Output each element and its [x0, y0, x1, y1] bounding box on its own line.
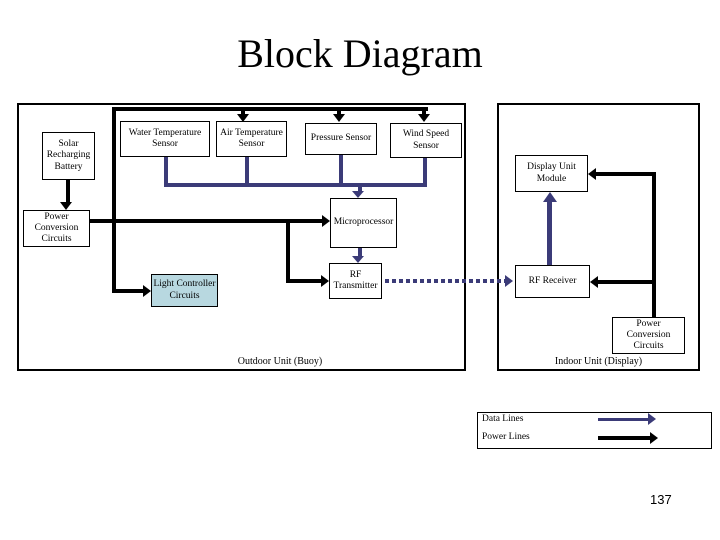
power-line-to-rf-transmitter	[286, 279, 321, 283]
data-line-receiver-to-display	[547, 202, 552, 265]
legend-power-line-sample	[598, 436, 650, 440]
arrow-down-wind-speed-icon	[418, 114, 430, 122]
arrow-right-rf-receiver-data-icon	[505, 275, 513, 287]
wind-speed-sensor-node: Wind Speed Sensor	[390, 123, 462, 158]
arrow-down-data-microprocessor-icon	[352, 191, 364, 198]
outdoor-unit-label: Outdoor Unit (Buoy)	[237, 356, 323, 367]
power-line-to-rf-receiver	[598, 280, 656, 284]
power-line-indoor-vertical	[652, 172, 656, 317]
power-stub-pressure	[337, 111, 341, 115]
indoor-unit-label: Indoor Unit (Display)	[554, 356, 643, 367]
air-temperature-sensor-node: Air Temperature Sensor	[216, 121, 287, 157]
pressure-sensor-node: Pressure Sensor	[305, 123, 377, 155]
legend-data-line-sample	[598, 418, 648, 421]
power-line-to-light-controller	[112, 289, 143, 293]
power-line-to-display-unit	[596, 172, 656, 176]
power-line-sensor-bus	[112, 107, 428, 111]
arrow-left-display-unit-icon	[588, 168, 596, 180]
legend-power-arrow-icon	[650, 432, 658, 444]
power-conversion-indoor-node: Power Conversion Circuits	[612, 317, 685, 354]
page-number: 137	[650, 492, 672, 507]
data-line-water-temp	[164, 157, 168, 185]
power-line-main-vertical	[112, 107, 116, 293]
power-branch-vertical	[286, 219, 290, 283]
arrow-up-display-unit-icon	[543, 192, 557, 202]
data-line-to-microprocessor	[358, 187, 362, 192]
arrow-down-air-temp-icon	[237, 114, 249, 122]
water-temperature-sensor-node: Water Temperature Sensor	[120, 121, 210, 157]
legend-box	[477, 412, 712, 449]
data-line-rf-wireless-dotted	[385, 279, 505, 283]
data-line-pressure	[339, 155, 343, 185]
data-line-micro-to-rf	[358, 248, 362, 256]
solar-recharging-battery-node: Solar Recharging Battery	[42, 132, 95, 180]
power-stub-wind-speed	[422, 111, 426, 115]
arrow-down-power-conversion-icon	[60, 202, 72, 210]
display-unit-module-node: Display Unit Module	[515, 155, 588, 192]
arrow-left-rf-receiver-icon	[590, 276, 598, 288]
power-line-solar-to-conversion	[66, 180, 70, 202]
power-conversion-outdoor-node: Power Conversion Circuits	[23, 210, 90, 247]
data-line-air-temp	[245, 157, 249, 185]
power-line-to-microprocessor	[88, 219, 322, 223]
legend-data-arrow-icon	[648, 413, 656, 425]
arrow-right-rf-transmitter-icon	[321, 275, 329, 287]
arrow-right-light-controller-icon	[143, 285, 151, 297]
rf-receiver-node: RF Receiver	[515, 265, 590, 298]
slide-title: Block Diagram	[237, 31, 483, 76]
legend-data-lines-label: Data Lines	[482, 414, 524, 424]
data-line-sensor-bus	[164, 183, 427, 187]
arrow-down-pressure-icon	[333, 114, 345, 122]
arrow-right-microprocessor-icon	[322, 215, 330, 227]
power-stub-air-temp	[241, 111, 245, 115]
data-line-wind-speed	[423, 158, 427, 185]
rf-transmitter-node: RF Transmitter	[329, 263, 382, 299]
arrow-down-data-rf-transmitter-icon	[352, 256, 364, 263]
microprocessor-node: Microprocessor	[330, 198, 397, 248]
legend-power-lines-label: Power Lines	[482, 432, 530, 442]
light-controller-circuits-node: Light Controller Circuits	[151, 274, 218, 307]
